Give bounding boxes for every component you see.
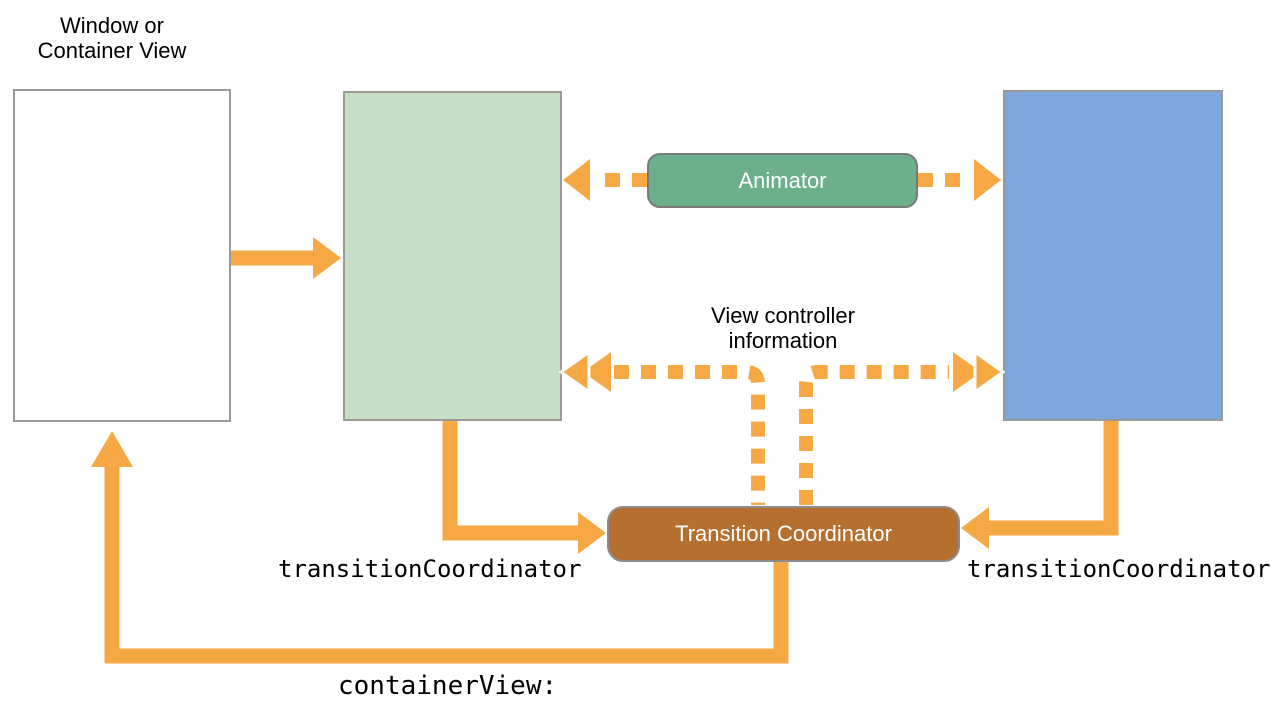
arrow-info-to-from-view [558,349,765,505]
arrow-shaft [799,365,949,505]
arrow-head [974,159,1001,201]
arrow-window-to-from-view [231,237,341,279]
arrow-to-view-to-coordinator [961,421,1119,549]
arrow-animator-to-from-view [563,159,647,201]
to-view-box [1003,90,1223,421]
window-container-view-box [13,89,231,422]
from-view-box [343,91,562,421]
arrow-info-to-to-view [799,349,1006,505]
transition-coordinator-property-left-label: transitionCoordinator [278,555,582,583]
arrow-head [578,512,606,554]
animator-pill: Animator [647,153,918,208]
arrow-head [961,507,989,549]
container-view-property-label: containerView: [338,671,558,701]
arrow-animator-to-to-view [918,159,1001,201]
transition-coordinator-label: Transition Coordinator [675,521,892,546]
window-or-container-view-label: Window or Container View [37,13,187,63]
arrow-head-front [558,349,591,395]
transition-coordinator-property-right-label: transitionCoordinator [967,555,1271,583]
arrow-head [91,431,133,467]
arrow-head [563,159,590,201]
arrow-shaft [442,421,580,541]
arrow-from-view-to-coordinator [442,421,606,554]
arrow-shaft [988,421,1119,536]
view-controller-information-label: View controller information [711,303,855,353]
transition-coordinator-pill: Transition Coordinator [607,506,960,562]
arrow-head [313,237,341,279]
arrow-shaft [614,365,765,505]
animator-label: Animator [738,167,827,193]
arrow-head-rear [953,352,981,392]
arrow-head-rear [583,352,611,392]
arrow-head-front [973,349,1006,395]
